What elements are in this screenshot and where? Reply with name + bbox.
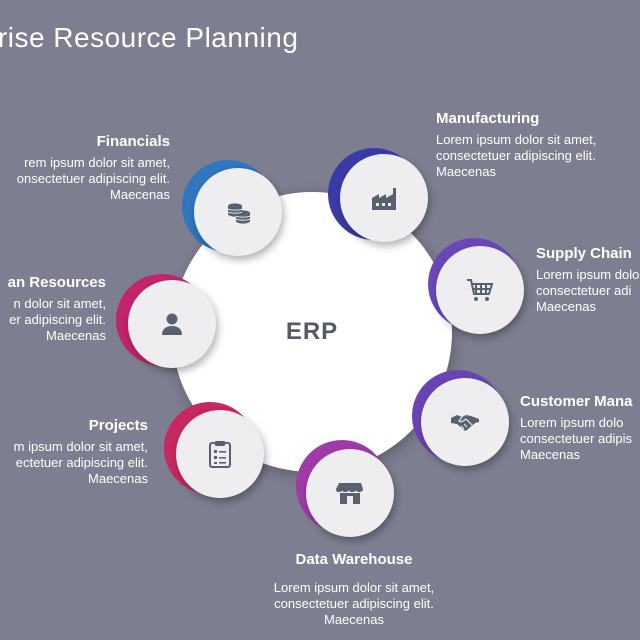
customer-text-2: consectetuer adipis — [520, 431, 633, 446]
manufacturing-text-2: consectetuer adipiscing elit. — [436, 148, 596, 163]
supply-chain-text-1: Lorem ipsum dolo — [536, 267, 640, 282]
label-customer: Customer Mana Lorem ipsum dolo consectet… — [520, 393, 640, 463]
projects-text-1: m ipsum dolor sit amet, — [13, 439, 148, 454]
supply-chain-heading: Supply Chain — [536, 245, 632, 262]
storefront-icon-disc — [306, 449, 394, 537]
data-warehouse-text-2: consectetuer adipiscing elit. — [274, 596, 434, 611]
handshake-icon — [451, 415, 479, 431]
person-icon — [162, 313, 182, 335]
financials-text-3: Maecenas — [110, 187, 170, 202]
node-customer — [412, 370, 509, 466]
financials-text-1: rem ipsum dolor sit amet, — [24, 155, 170, 170]
label-human-resources: an Resources n dolor sit amet, er adipis… — [0, 274, 106, 344]
clipboard-icon — [209, 441, 231, 468]
node-human-resources — [116, 274, 216, 368]
node-data-warehouse — [296, 440, 394, 537]
hub-label: ERP — [285, 318, 339, 345]
node-manufacturing — [328, 148, 428, 242]
financials-text-2: onsectetuer adipiscing elit. — [16, 171, 170, 186]
projects-text-2: ectetuer adipiscing elit. — [15, 455, 148, 470]
label-data-warehouse: Data Warehouse Lorem ipsum dolor sit ame… — [229, 551, 479, 628]
human-resources-text-2: er adipiscing elit. — [9, 312, 106, 327]
shopping-cart-icon — [467, 279, 494, 301]
customer-text-3: Maecenas — [520, 447, 580, 462]
projects-heading: Projects — [88, 417, 148, 434]
customer-text-1: Lorem ipsum dolo — [520, 415, 624, 430]
human-resources-text-3: Maecenas — [46, 328, 106, 343]
human-resources-heading: an Resources — [7, 274, 106, 291]
data-warehouse-text-1: Lorem ipsum dolor sit amet, — [273, 580, 435, 595]
customer-heading: Customer Mana — [520, 393, 633, 410]
slide-title: rprise Resource Planning — [0, 22, 299, 53]
node-projects — [164, 402, 264, 498]
clipboard-icon-disc — [176, 410, 264, 498]
projects-text-3: Maecenas — [88, 471, 148, 486]
financials-heading: Financials — [96, 133, 170, 150]
manufacturing-text-1: Lorem ipsum dolor sit amet, — [436, 132, 597, 147]
label-supply-chain: Supply Chain Lorem ipsum dolo consectetu… — [536, 245, 640, 315]
coins-icon — [227, 203, 251, 224]
manufacturing-heading: Manufacturing — [436, 110, 540, 127]
shopping-cart-icon-disc — [436, 246, 524, 334]
manufacturing-text-3: Maecenas — [436, 164, 496, 179]
factory-icon — [372, 188, 396, 210]
label-manufacturing: Manufacturing Lorem ipsum dolor sit amet… — [436, 110, 640, 180]
storefront-icon — [336, 483, 363, 504]
node-financials — [182, 160, 282, 256]
data-warehouse-text-3: Maecenas — [324, 612, 384, 627]
human-resources-text-1: n dolor sit amet, — [13, 296, 107, 311]
data-warehouse-heading: Data Warehouse — [295, 551, 413, 568]
node-supply-chain — [428, 238, 524, 334]
supply-chain-text-3: Maecenas — [536, 299, 596, 314]
handshake-icon-disc — [421, 378, 509, 466]
person-icon-disc — [128, 280, 216, 368]
coins-icon-disc — [194, 168, 282, 256]
factory-icon-disc — [340, 154, 428, 242]
supply-chain-text-2: consectetuer adi — [536, 283, 632, 298]
label-financials: Financials rem ipsum dolor sit amet, ons… — [0, 133, 170, 203]
label-projects: Projects m ipsum dolor sit amet, ectetue… — [0, 417, 148, 487]
